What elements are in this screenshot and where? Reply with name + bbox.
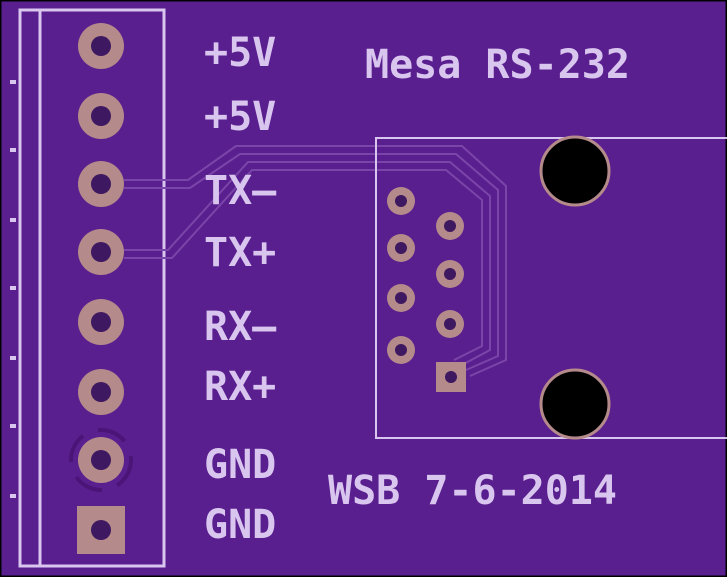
pad-drill bbox=[444, 268, 456, 280]
pin-label-2: +5V bbox=[204, 94, 276, 140]
pin-label-1: +5V bbox=[204, 30, 276, 76]
header-pin-6 bbox=[78, 369, 124, 415]
connector-pin bbox=[436, 310, 464, 338]
connector-pin bbox=[436, 212, 464, 240]
pad-drill bbox=[444, 318, 456, 330]
pin-label-3: TX– bbox=[204, 168, 277, 214]
connector-pin bbox=[387, 336, 415, 364]
signal-traces bbox=[124, 145, 507, 377]
header-pin-4 bbox=[78, 229, 124, 275]
header-pin-8 bbox=[77, 506, 125, 554]
thermal-relief bbox=[69, 428, 133, 492]
mount-holes bbox=[539, 135, 611, 440]
mount-hole-top bbox=[539, 135, 611, 207]
pad-drill bbox=[91, 174, 111, 194]
pad-drill bbox=[91, 36, 111, 56]
rj45-jack-footprint bbox=[375, 137, 727, 439]
pad-drill bbox=[395, 344, 407, 356]
board-title: Mesa RS-232 bbox=[365, 42, 630, 88]
pad-drill bbox=[91, 450, 111, 470]
pad-drill bbox=[91, 106, 111, 126]
board-date: WSB 7-6-2014 bbox=[328, 468, 617, 514]
header-pin-1 bbox=[78, 23, 124, 69]
pad-drill bbox=[91, 312, 111, 332]
edge-tick-marks bbox=[10, 80, 16, 498]
connector-pin bbox=[387, 284, 415, 312]
header-labels: +5V +5V TX– TX+ RX– RX+ GND GND bbox=[204, 30, 277, 548]
connector-pin bbox=[436, 260, 464, 288]
pad-drill bbox=[91, 242, 111, 262]
connector-pin bbox=[387, 234, 415, 262]
header-pin-2 bbox=[78, 93, 124, 139]
pin-label-5: RX– bbox=[204, 304, 277, 350]
header-outline bbox=[18, 8, 166, 568]
pad-drill bbox=[395, 292, 407, 304]
header-pin-3 bbox=[78, 161, 124, 207]
header-pads bbox=[69, 23, 133, 554]
pad-drill bbox=[91, 520, 111, 540]
connector-pin bbox=[387, 187, 415, 215]
header-pin-5 bbox=[78, 299, 124, 345]
pad-drill bbox=[395, 195, 407, 207]
connector-pads bbox=[387, 187, 466, 392]
pin-label-7: GND bbox=[204, 442, 276, 488]
header-pin-7 bbox=[69, 428, 133, 492]
mount-hole-bottom bbox=[539, 368, 611, 440]
pad-drill bbox=[91, 382, 111, 402]
pad-drill bbox=[444, 220, 456, 232]
pin-label-4: TX+ bbox=[204, 230, 276, 276]
pin-label-6: RX+ bbox=[204, 364, 276, 410]
pin-label-8: GND bbox=[204, 502, 276, 548]
connector-pin-1 bbox=[436, 362, 466, 392]
pad-drill bbox=[395, 242, 407, 254]
pad-drill bbox=[445, 371, 457, 383]
